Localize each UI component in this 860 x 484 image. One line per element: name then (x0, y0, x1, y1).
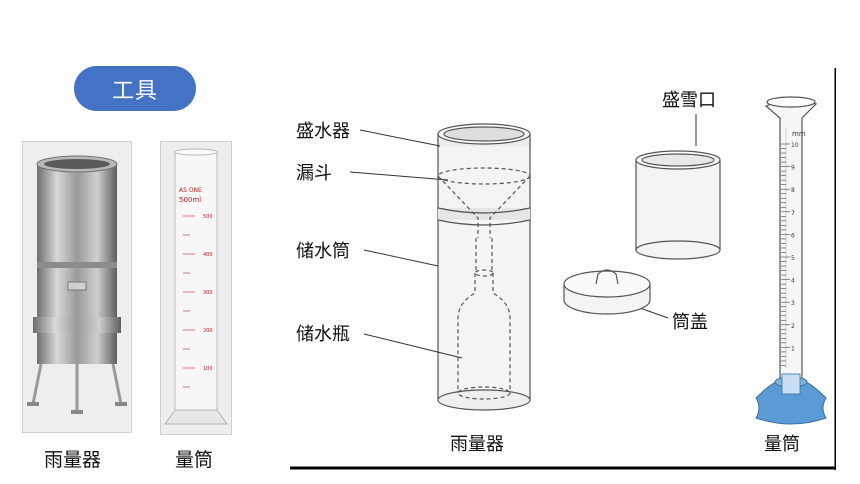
cylinder-scale-unit: mm (792, 130, 806, 138)
tube-cover-drawing (563, 269, 651, 315)
rain-gauge-photo-caption: 雨量器 (44, 449, 102, 471)
cylinder-tick-label: 400 (203, 252, 213, 258)
cylinder-volume: 500ml (179, 196, 201, 204)
cylinder-brand: AS ONE (179, 187, 202, 194)
cylinder-tick-label: 500 (203, 214, 213, 220)
rain-gauge-diagram: mm 10 9 8 7 6 5 4 3 2 1 盛水器 漏斗 储水筒 储水瓶 盛雪口 筒盖 雨量器… (290, 68, 836, 470)
label-water-container: 盛水器 (296, 121, 350, 142)
label-cylinder: 量筒 (764, 434, 800, 455)
label-funnel: 漏斗 (296, 163, 332, 184)
cylinder-scale-label: 2 (791, 323, 795, 330)
cylinder-scale-label: 8 (791, 187, 795, 194)
measuring-cylinder-drawing: mm 10 9 8 7 6 5 4 3 2 1 (755, 96, 827, 425)
cylinder-scale: 10 9 8 7 6 5 4 3 2 1 (781, 142, 799, 366)
cylinder-tick-label: 300 (203, 290, 213, 296)
rain-gauge-photo (22, 141, 132, 433)
cylinder-tick-label: 100 (203, 366, 213, 372)
tools-badge-label: 工具 (111, 78, 158, 104)
label-storage-bottle: 储水瓶 (296, 324, 350, 345)
cylinder-scale-label: 1 (791, 345, 795, 352)
cylinder-scale-label: 4 (791, 278, 795, 285)
label-tube-cover: 筒盖 (672, 312, 708, 333)
cylinder-scale-label: 3 (791, 300, 795, 307)
cylinder-scale-label: 9 (791, 165, 795, 172)
cylinder-tick-label: 200 (203, 328, 213, 334)
measuring-cylinder-photo-image: AS ONE 500ml 500 400 300 200 100 (161, 142, 231, 434)
cylinder-scale-label: 5 (791, 255, 795, 262)
tools-badge: 工具 (74, 66, 196, 111)
measuring-cylinder-photo-caption: 量筒 (175, 449, 214, 471)
measuring-cylinder-photo: AS ONE 500ml 500 400 300 200 100 (160, 141, 232, 435)
leader-lines (349, 114, 697, 359)
label-snow-mouth: 盛雪口 (662, 90, 716, 111)
cylinder-scale-label: 10 (791, 142, 799, 149)
cylinder-scale-label: 6 (791, 232, 795, 239)
label-storage-tube: 储水筒 (296, 241, 350, 262)
cylinder-scale-label: 7 (791, 210, 795, 217)
label-rain-gauge: 雨量器 (450, 434, 504, 455)
rain-gauge-photo-image (23, 142, 131, 432)
rain-gauge-drawing (437, 123, 531, 411)
snow-mouth-drawing (635, 150, 721, 260)
